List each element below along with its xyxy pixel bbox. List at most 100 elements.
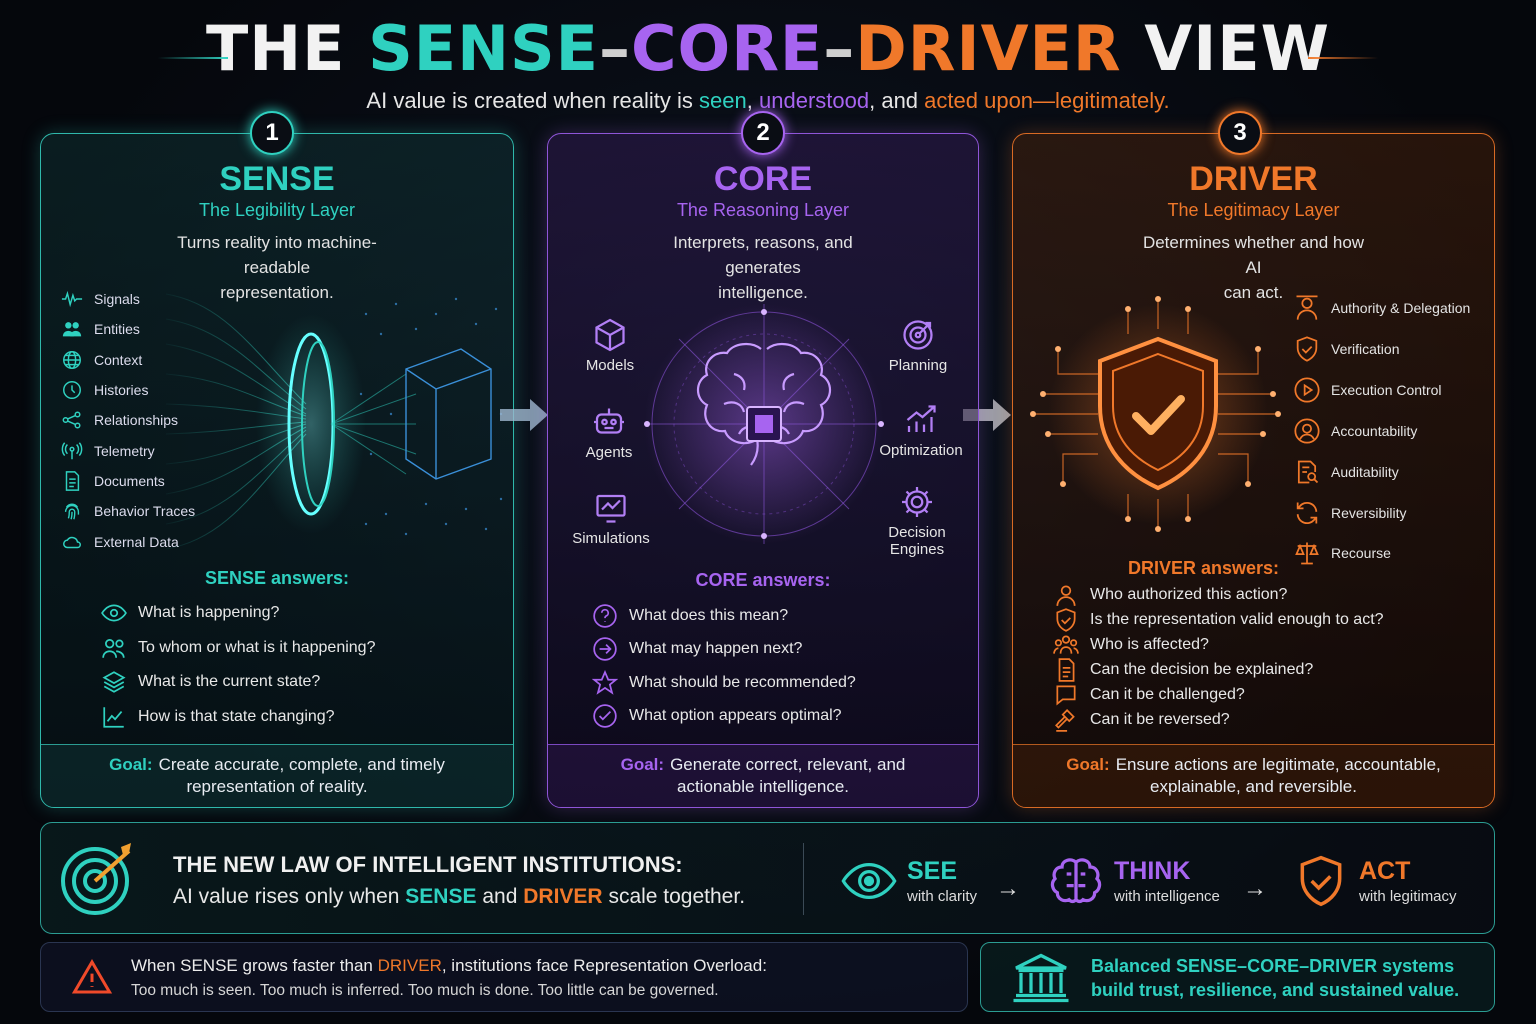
sense-answer-item: To whom or what is it happening? [101, 631, 375, 666]
core-answer-text: What may happen next? [629, 640, 803, 658]
warning-driver: DRIVER [377, 956, 442, 975]
scales-icon [1295, 542, 1319, 565]
title-the: THE [205, 11, 346, 85]
broadcast-icon [61, 441, 83, 459]
sense-input-label: Behavior Traces [94, 503, 196, 520]
star-icon [592, 669, 618, 695]
sense-answer-text: What is the current state? [138, 673, 321, 691]
check-circle-icon [593, 704, 617, 728]
sense-input-label: Signals [94, 291, 140, 308]
core-node-agents: Agents [554, 404, 664, 461]
title-driver: DRIVER [855, 11, 1122, 85]
warning-line-1: When SENSE grows faster than DRIVER, ins… [131, 956, 767, 976]
sense-goal-line-1: Create accurate, complete, and timely [158, 755, 445, 774]
sense-input-telemetry: Telemetry [61, 435, 195, 465]
core-subtitle: The Reasoning Layer [676, 200, 850, 220]
core-answer-text: What option appears optimal? [629, 707, 842, 725]
core-node-optimization: Optimization [866, 402, 976, 459]
sense-description-line-2: representation. [220, 283, 334, 302]
title-dash-2: – [823, 11, 856, 85]
user-circle-icon [1294, 418, 1320, 444]
target-arrow-icon [61, 843, 131, 915]
core-node-decision-engines: Decision Engines [862, 484, 972, 558]
title-view: VIEW [1144, 11, 1331, 85]
sense-answer-text: What is happening? [138, 604, 280, 622]
title-core: CORE [630, 11, 824, 85]
driver-answer-item: Can it be challenged? [1053, 682, 1384, 707]
core-node-label: Agents [585, 444, 633, 461]
institution-icon [1013, 953, 1069, 1003]
core-node-label: Models [585, 357, 635, 374]
sense-goal-label: Goal: [109, 755, 153, 774]
driver-control-authority: Authority & Delegation [1293, 294, 1470, 322]
core-node-label-line-2: Engines [889, 541, 945, 558]
warning-post: , institutions face Representation Overl… [441, 956, 767, 975]
arrow-sense-to-core [500, 399, 548, 431]
core-answer-text: What should be recommended? [629, 673, 856, 691]
refresh-icon [1296, 501, 1318, 525]
sense-answer-item: What is happening? [101, 596, 375, 631]
shield-check-icon [1296, 336, 1318, 362]
driver-description-line-2: can act. [1223, 283, 1284, 302]
brain-icon [1050, 858, 1102, 904]
sense-answer-text: How is that state changing? [138, 707, 335, 725]
document-icon [65, 471, 80, 491]
sense-input-label: External Data [94, 533, 179, 550]
driver-answer-item: Is the representation valid enough to ac… [1053, 607, 1384, 632]
step-act-sub: with legitimacy [1359, 888, 1457, 905]
sense-inputs-list: Signals Entities Context Histories Relat… [61, 284, 195, 557]
driver-description-line-1: Determines whether and how AI [1142, 233, 1365, 277]
title-decor-line-right [1308, 57, 1378, 59]
driver-control-reversibility: Reversibility [1293, 499, 1406, 527]
sense-input-external-data: External Data [61, 526, 195, 556]
play-circle-icon [1294, 377, 1320, 403]
step-act-word: ACT [1359, 857, 1411, 885]
sense-answers-title: SENSE answers: [204, 568, 350, 588]
driver-control-label: Auditability [1331, 464, 1399, 480]
driver-control-accountability: Accountability [1293, 417, 1417, 445]
driver-control-label: Accountability [1331, 423, 1418, 439]
driver-answer-text: Who authorized this action? [1090, 585, 1288, 603]
balanced-text: Balanced SENSE–CORE–DRIVER systems build… [1091, 954, 1459, 1002]
sense-goal: Goal: Create accurate, complete, and time… [41, 744, 513, 807]
step-arrow-1: → [996, 875, 1020, 902]
subtitle-and: , and [869, 88, 919, 113]
driver-control-recourse: Recourse [1293, 539, 1391, 567]
driver-answer-text: Who is affected? [1090, 635, 1209, 653]
page-subtitle: AI value is created when reality is seen… [0, 88, 1536, 114]
target-icon [903, 320, 933, 350]
core-description-line-1: Interprets, reasons, and generates [673, 233, 853, 277]
question-circle-icon [593, 604, 617, 628]
document-icon [1058, 657, 1075, 682]
core-node-label-line-1: Decision [888, 524, 946, 541]
cloud-icon [63, 536, 81, 548]
shield-check-icon [1056, 607, 1076, 632]
waveform-icon [61, 291, 83, 308]
driver-answer-item: Who is affected? [1053, 632, 1384, 657]
core-answer-item: What should be recommended? [592, 666, 856, 700]
core-goal-line-2: actionable intelligence. [676, 777, 849, 796]
step-see: SEE with clarity [841, 853, 977, 909]
growth-chart-icon [906, 405, 936, 432]
driver-answer-text: Can it be challenged? [1090, 685, 1245, 703]
step-think-sub: with intelligence [1114, 888, 1220, 905]
core-description-line-2: intelligence. [718, 283, 808, 302]
driver-control-label: Execution Control [1331, 382, 1442, 398]
monitor-chart-icon [596, 494, 626, 523]
sense-input-documents: Documents [61, 466, 195, 496]
speech-bubble-icon [1056, 684, 1076, 705]
sense-input-histories: Histories [61, 375, 195, 405]
warning-line-2: Too much is seen. Too much is inferred. … [131, 982, 719, 999]
law-text: AI value rises only when SENSE and DRIVE… [173, 885, 745, 909]
driver-answer-text: Can it be reversed? [1090, 710, 1230, 728]
balanced-banner: Balanced SENSE–CORE–DRIVER systems build… [980, 942, 1495, 1012]
driver-goal-line-2: explainable, and reversible. [1150, 777, 1357, 796]
shield-check-icon [1300, 855, 1342, 907]
core-goal-label: Goal: [620, 755, 665, 774]
driver-goal: Goal:Ensure actions are legitimate, acco… [1013, 744, 1494, 807]
core-node-planning: Planning [863, 317, 973, 374]
driver-subtitle: The Legitimacy Layer [1167, 200, 1340, 220]
gavel-icon [1055, 708, 1075, 732]
core-goal-line-1: Generate correct, relevant, and [670, 755, 906, 774]
eye-icon [101, 604, 127, 622]
